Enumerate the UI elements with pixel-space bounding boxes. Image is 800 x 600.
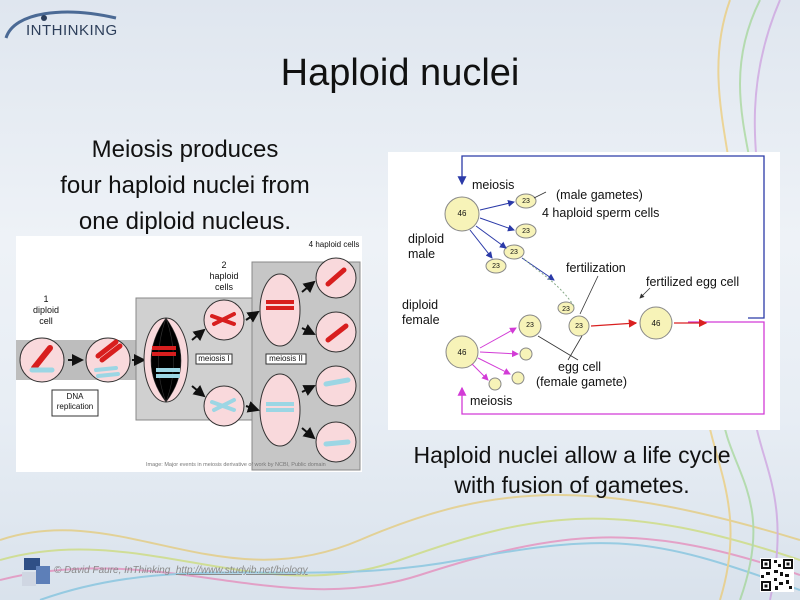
sperm-23-d: 23 bbox=[492, 263, 500, 270]
intro-line-2: four haploid nuclei from bbox=[60, 172, 310, 199]
egg-23: 23 bbox=[526, 322, 534, 329]
sperm-23-e: 23 bbox=[562, 306, 570, 313]
life-cycle-caption: Haploid nuclei allow a life cycle with f… bbox=[384, 440, 760, 500]
image-credit: Image: Major events in meiosis derivativ… bbox=[146, 462, 326, 468]
sperm-23-f: 23 bbox=[575, 323, 583, 330]
footer-credit: © David Faure, InThinking http://www.stu… bbox=[54, 565, 308, 576]
meiosis-diagram-drawing bbox=[16, 257, 361, 471]
label-egg-cell: egg cell bbox=[558, 360, 602, 374]
logo-figure-icon bbox=[4, 10, 117, 39]
label-male-gametes: (male gametes) bbox=[556, 188, 643, 202]
meiosis-diagram: 1 diploid cell 2 haploid cells 4 haploid… bbox=[16, 236, 362, 472]
label-meiosis-bottom: meiosis bbox=[470, 394, 513, 408]
label-dna-replication: DNA replication bbox=[56, 392, 94, 411]
label-meiosis-top: meiosis bbox=[472, 178, 515, 192]
life-cycle-drawing bbox=[444, 155, 765, 415]
label-female-gamete: (female gamete) bbox=[536, 375, 628, 389]
footer-copyright: © David Faure, InThinking bbox=[54, 565, 171, 576]
cell-female-46: 46 bbox=[457, 348, 467, 357]
qr-code-icon bbox=[760, 558, 794, 592]
label-2-haploid: 2 haploid cells bbox=[209, 260, 239, 292]
intro-line-1: Meiosis produces bbox=[91, 136, 279, 163]
intro-text: Meiosis produces four haploid nuclei fro… bbox=[20, 132, 350, 240]
label-1-diploid: 1 diploid cell bbox=[32, 294, 60, 326]
label-diploid-male: diploid male bbox=[408, 232, 445, 261]
label-meiosis-1: meiosis I bbox=[198, 354, 230, 363]
sperm-23-c: 23 bbox=[510, 249, 518, 256]
label-sperm-cells: 4 haploid sperm cells bbox=[542, 206, 660, 220]
label-4-haploid: 4 haploid cells bbox=[308, 240, 360, 249]
caption-line-2: with fusion of gametes. bbox=[454, 472, 690, 498]
cell-male-46: 46 bbox=[457, 209, 467, 218]
life-cycle-diagram: 46 23 23 23 23 23 23 23 46 46 meiosis (m… bbox=[388, 152, 780, 430]
caption-line-1: Haploid nuclei allow a life cycle bbox=[413, 442, 731, 468]
footer-link[interactable]: http://www.studyib.net/biology bbox=[175, 565, 308, 576]
footer-square-light bbox=[22, 572, 36, 586]
label-fertilized-egg: fertilized egg cell bbox=[646, 275, 740, 289]
sperm-23-a: 23 bbox=[522, 198, 530, 205]
logo-text: INTHINKING bbox=[26, 22, 118, 39]
zygote-46: 46 bbox=[651, 319, 661, 328]
label-meiosis-2: meiosis II bbox=[269, 354, 303, 363]
footer-square-mid bbox=[36, 566, 50, 584]
intro-line-3: one diploid nucleus. bbox=[78, 208, 292, 235]
label-diploid-female: diploid female bbox=[402, 298, 440, 327]
page-title: Haploid nuclei bbox=[280, 52, 520, 94]
sperm-23-b: 23 bbox=[522, 228, 530, 235]
label-fertilization: fertilization bbox=[566, 261, 626, 275]
